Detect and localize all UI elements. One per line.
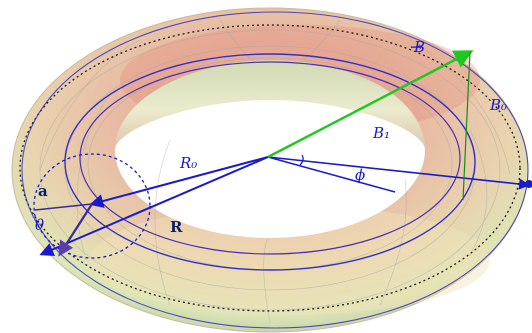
ring-outer xyxy=(21,11,529,329)
cross-section-circle xyxy=(33,153,151,259)
ring-b1 xyxy=(79,61,461,255)
vector-b0 xyxy=(462,51,471,201)
label-b0: B₀ xyxy=(489,96,507,114)
label-r: R xyxy=(170,218,183,236)
vector-a-left xyxy=(34,203,93,211)
vector-phi xyxy=(267,156,396,193)
vector-phi-ref xyxy=(267,156,531,190)
label-b-vec: B xyxy=(413,38,425,56)
ring-r0 xyxy=(64,53,476,271)
vector-r0 xyxy=(89,156,269,208)
label-b1: B₁ xyxy=(372,124,390,142)
vector-r xyxy=(39,156,269,257)
label-theta: θ xyxy=(35,216,44,234)
vector-b xyxy=(267,50,474,159)
vector-a xyxy=(58,203,93,257)
label-b-vec-arrow: → xyxy=(410,38,423,56)
label-r0: R₀ xyxy=(179,154,197,172)
torus-outer-equator xyxy=(19,24,521,312)
right-endpoint xyxy=(525,180,532,188)
label-phi: ϕ xyxy=(355,166,365,184)
phi-arc xyxy=(299,154,304,166)
label-a: a xyxy=(38,182,48,200)
torus-inner-wall xyxy=(115,60,425,150)
